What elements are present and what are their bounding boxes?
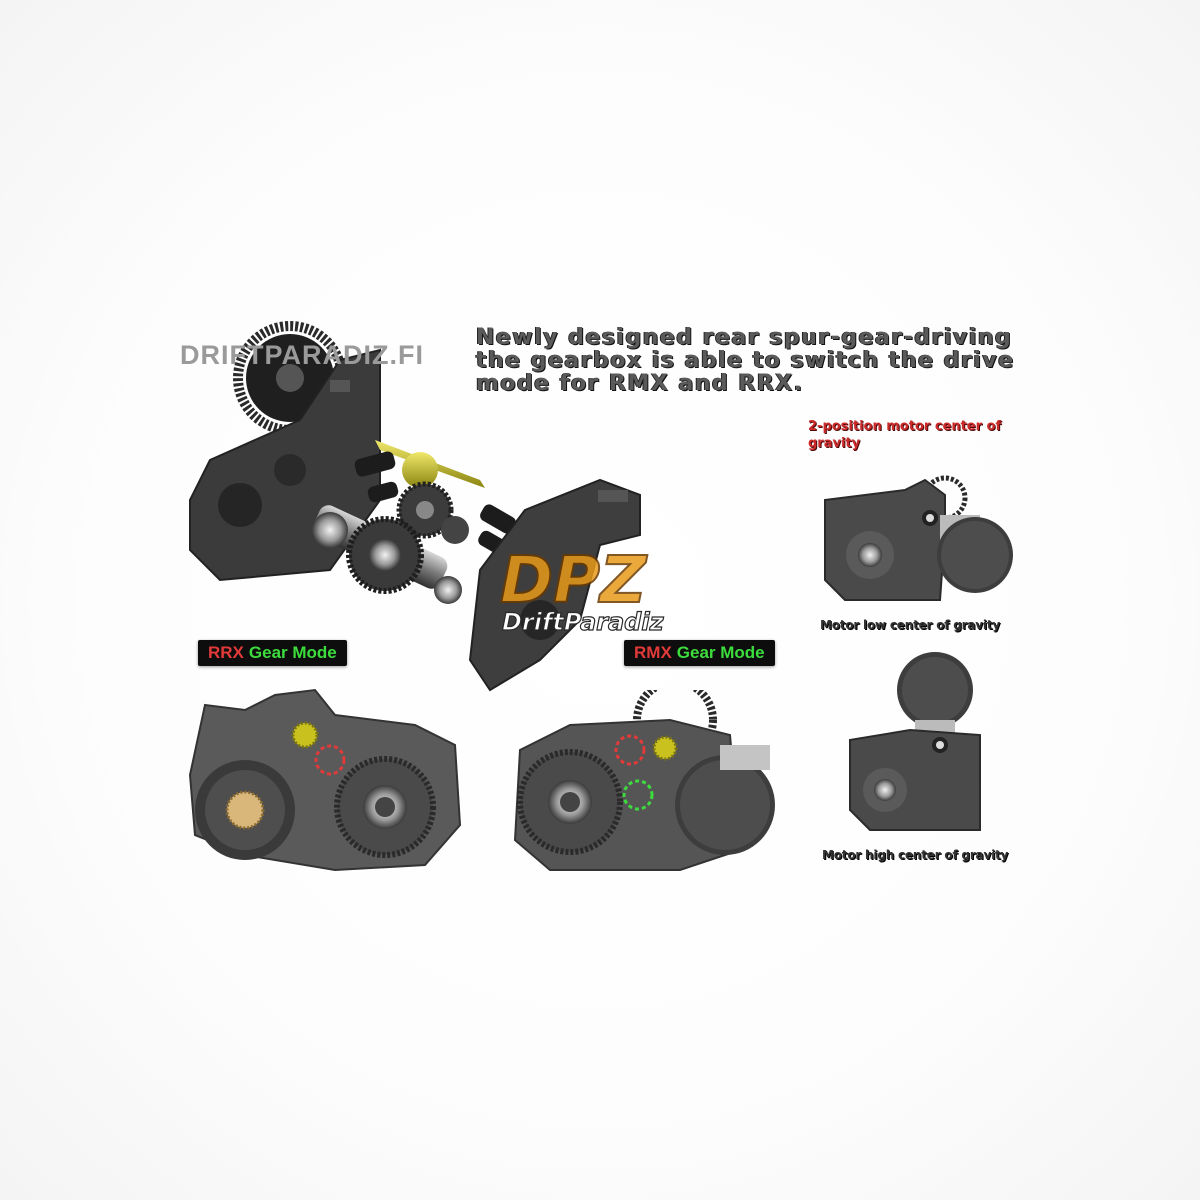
rmx-gearbox-illustration <box>513 690 775 871</box>
caption-high-cg: Motor high center of gravity <box>822 848 1009 862</box>
headline-line-2: the gearbox is able to switch the drive <box>476 348 1015 373</box>
rrx-gearbox-illustration <box>188 688 462 872</box>
headline-line-1: Newly designed rear spur-gear-driving <box>476 325 1013 350</box>
rrx-mode-suffix: Gear Mode <box>248 643 337 662</box>
logo-mark: DPZ <box>500 544 648 618</box>
driftparadiz-logo: DPZ DriftParadiz <box>499 543 665 637</box>
rmx-mode-suffix: Gear Mode <box>676 643 765 662</box>
motor-position-callout: 2-position motor center of gravity <box>808 419 1002 451</box>
headline-line-3: mode for RMX and RRX. <box>476 371 804 396</box>
rmx-mode-prefix: RMX <box>634 643 672 662</box>
gearbox-low-cg-illustration <box>824 475 1013 601</box>
rrx-gear-mode-badge: RRX Gear Mode <box>198 640 347 666</box>
caption-low-cg: Motor low center of gravity <box>820 618 1000 632</box>
watermark: DRIFTPARADIZ.FI <box>180 340 424 370</box>
rmx-gear-mode-badge: RMX Gear Mode <box>624 640 775 666</box>
headline: Newly designed rear spur-gear-driving th… <box>476 326 1016 395</box>
exploded-gearbox-illustration <box>189 321 641 692</box>
rrx-mode-prefix: RRX <box>208 643 244 662</box>
gearbox-high-cg-illustration <box>849 652 981 831</box>
logo-wordmark: DriftParadiz <box>502 608 665 636</box>
